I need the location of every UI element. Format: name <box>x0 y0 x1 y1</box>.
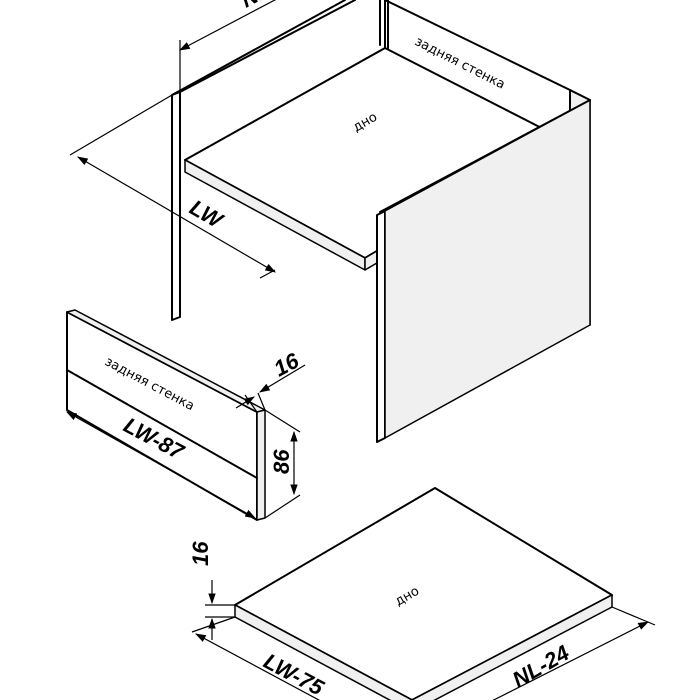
dimension-line-lw-87 <box>66 411 256 519</box>
bottom-part: дно 16 LW-75 NL-24 <box>188 487 656 700</box>
front-right-panel <box>376 210 386 443</box>
dimension-line-lw-75 <box>195 633 321 700</box>
dimension-line-nl <box>179 0 277 51</box>
back-wall-part: задняя стенка LW-87 86 16 <box>66 309 306 521</box>
dimension-label-lw: LW <box>186 195 229 234</box>
dimension-label-86: 86 <box>269 449 294 474</box>
left-side-panel <box>171 91 181 321</box>
dimension-line-lw <box>77 156 276 273</box>
dimension-label-16-back: 16 <box>270 347 304 381</box>
drawer-assembly: задняя стенка дно LW NL <box>69 0 591 443</box>
dimension-line-16-back <box>235 396 255 409</box>
dimension-line-nl-24 <box>492 621 649 700</box>
dimension-label-16-bottom: 16 <box>188 541 213 566</box>
